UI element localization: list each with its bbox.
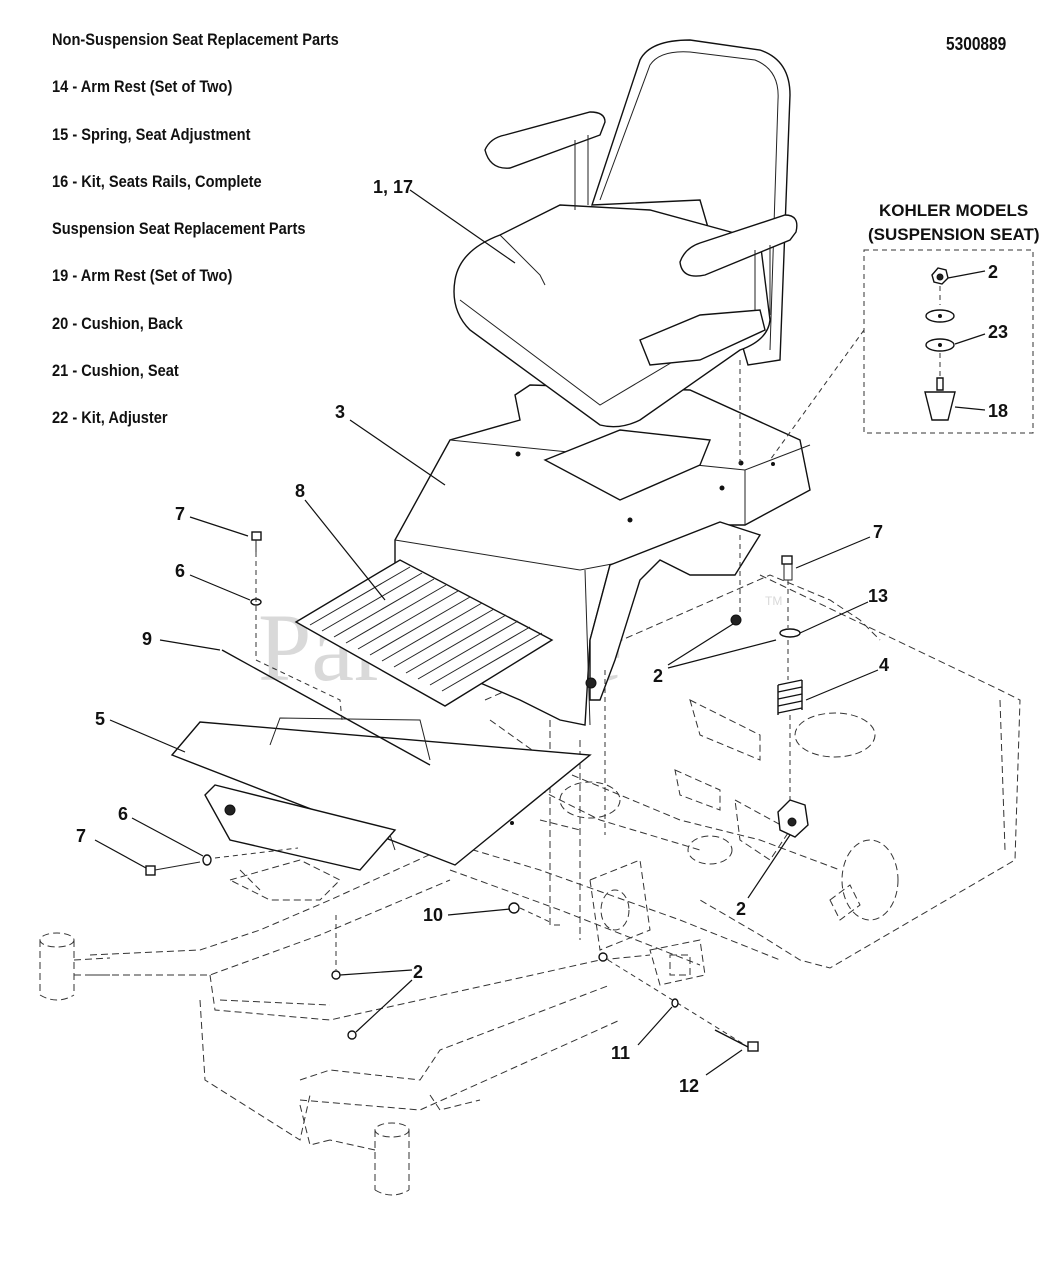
watermark-tm: TM bbox=[765, 594, 782, 608]
inset-label-bumper: 18 bbox=[988, 401, 1008, 421]
callout-spring: 4 bbox=[879, 655, 889, 675]
callout-bolt-left: 7 bbox=[175, 504, 185, 524]
nut-right bbox=[730, 535, 742, 626]
legend-item-21: 21 - Cushion, Seat bbox=[52, 361, 179, 381]
seat-assembly bbox=[453, 39, 798, 428]
legend-heading-non-suspension: Non-Suspension Seat Replacement Parts bbox=[52, 30, 339, 49]
callout-nut-bottom: 2 bbox=[736, 899, 746, 919]
legend-heading-suspension: Suspension Seat Replacement Parts bbox=[52, 219, 306, 239]
bolt-right bbox=[779, 555, 801, 680]
callout-floor-plate: 5 bbox=[95, 709, 105, 729]
callout-washer-low: 6 bbox=[118, 804, 128, 824]
nut-frame-2 bbox=[347, 1030, 357, 1040]
foot-mat bbox=[294, 559, 554, 707]
legend-item-16: 16 - Kit, Seats Rails, Complete bbox=[52, 171, 262, 191]
callouts: 1, 17 3 8 7 6 9 5 6 7 2 7 13 4 2 10 2 bbox=[76, 177, 889, 1096]
callout-bolt-10: 10 bbox=[423, 905, 443, 925]
callout-seat: 1, 17 bbox=[373, 177, 413, 197]
inset-label-nut: 2 bbox=[988, 262, 998, 282]
inset-label-washer: 23 bbox=[988, 322, 1008, 342]
inset-title-1: KOHLER MODELS bbox=[879, 201, 1028, 220]
diagram-number: 5300889 bbox=[946, 34, 1007, 54]
legend-item-22: 22 - Kit, Adjuster bbox=[52, 408, 168, 428]
callout-foot-mat: 8 bbox=[295, 481, 305, 501]
seat-spring bbox=[777, 679, 803, 800]
callout-seat-pan: 3 bbox=[335, 402, 345, 422]
nut-frame-1 bbox=[331, 970, 341, 980]
inset-suspension-seat: KOHLER MODELS (SUSPENSION SEAT) 2 23 18 bbox=[769, 201, 1040, 461]
callout-washer-right: 13 bbox=[868, 586, 888, 606]
callout-bolt-low: 7 bbox=[76, 826, 86, 846]
legend-item-19: 19 - Arm Rest (Set of Two) bbox=[52, 266, 233, 286]
inset-title-2: (SUSPENSION SEAT) bbox=[868, 225, 1040, 244]
callout-bolt-right: 7 bbox=[873, 522, 883, 542]
nut-bottom bbox=[777, 799, 809, 838]
legend-item-20: 20 - Cushion, Back bbox=[52, 313, 183, 333]
bolt-10 bbox=[508, 902, 551, 923]
parts-legend: Non-Suspension Seat Replacement Parts 14… bbox=[52, 28, 385, 454]
callout-washer-left: 6 bbox=[175, 561, 185, 581]
callout-nut-right: 2 bbox=[653, 666, 663, 686]
floor-plate bbox=[170, 717, 592, 871]
bolt-low-left bbox=[145, 847, 299, 876]
callout-washer-11: 11 bbox=[611, 1043, 630, 1063]
filler-strip bbox=[221, 649, 431, 766]
bolt-12-assembly bbox=[598, 952, 759, 1052]
legend-item-15: 15 - Spring, Seat Adjustment bbox=[52, 124, 251, 144]
legend-item-14: 14 - Arm Rest (Set of Two) bbox=[52, 77, 233, 97]
callout-nut-frame: 2 bbox=[413, 962, 423, 982]
callout-bolt-12: 12 bbox=[679, 1076, 699, 1096]
callout-strip: 9 bbox=[142, 629, 152, 649]
bolt-left bbox=[250, 531, 343, 721]
